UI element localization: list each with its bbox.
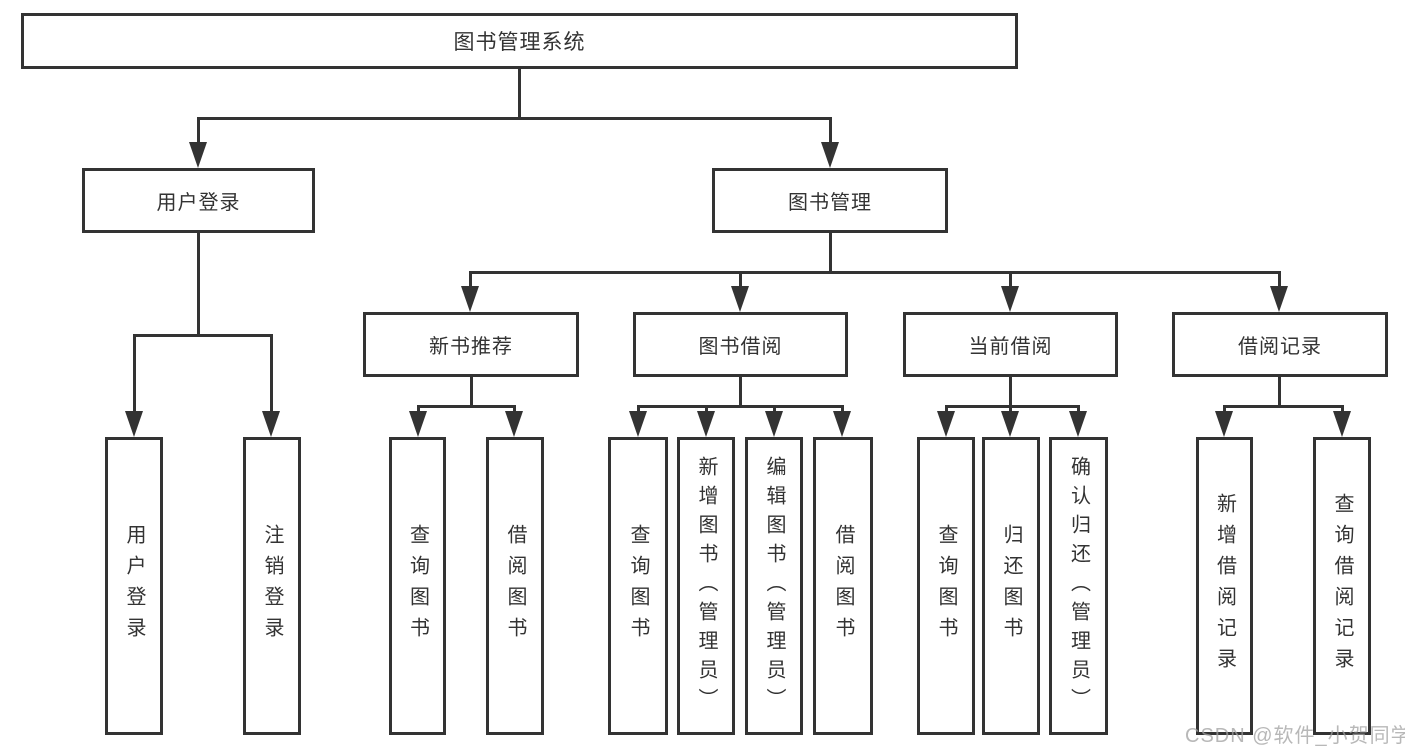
arrowhead-down (1069, 411, 1087, 437)
arrowhead-down (697, 411, 715, 437)
connector-line (829, 117, 832, 149)
leaf-user-login: 用户登录 (105, 437, 163, 735)
leaf-return-book-label: 归还图书 (1000, 524, 1022, 648)
leaf-add-borrow-record-label: 新增借阅记录 (1213, 493, 1236, 679)
leaf-add-book-admin-label: 新增图书（管理员） (695, 455, 717, 717)
connector-line (197, 233, 200, 337)
leaf-query-book-current-label: 查询图书 (935, 524, 957, 648)
arrowhead-down (1001, 286, 1019, 312)
leaf-borrow-book-label: 借阅图书 (832, 524, 854, 648)
arrowhead-down (1333, 411, 1351, 437)
connector-line (1278, 377, 1281, 408)
connector-line (637, 405, 844, 408)
leaf-confirm-return-admin: 确认归还（管理员） (1049, 437, 1108, 735)
arrowhead-down (409, 411, 427, 437)
connector-line (1278, 271, 1281, 291)
connector-line (1223, 405, 1343, 408)
leaf-query-borrow-record-label: 查询借阅记录 (1331, 493, 1353, 679)
leaf-query-borrow-record: 查询借阅记录 (1313, 437, 1371, 735)
arrowhead-down (1270, 286, 1288, 312)
arrowhead-down (461, 286, 479, 312)
node-library-system: 图书管理系统 (21, 13, 1018, 69)
leaf-edit-book-admin-label: 编辑图书（管理员） (763, 455, 785, 717)
arrowhead-down (629, 411, 647, 437)
connector-line (270, 334, 273, 414)
leaf-confirm-return-admin-label: 确认归还（管理员） (1067, 455, 1090, 717)
leaf-add-borrow-record: 新增借阅记录 (1196, 437, 1253, 735)
leaf-user-login-label: 用户登录 (123, 524, 145, 648)
connector-line (1009, 377, 1012, 408)
arrowhead-down (1215, 411, 1233, 437)
leaf-query-book-current: 查询图书 (917, 437, 975, 735)
connector-line (133, 334, 136, 414)
node-user-login: 用户登录 (82, 168, 315, 233)
leaf-borrow-book-recommend: 借阅图书 (486, 437, 544, 735)
connector-line (133, 334, 273, 337)
connector-line (945, 405, 1079, 408)
connector-line (197, 117, 200, 149)
leaf-query-book-recommend: 查询图书 (389, 437, 446, 735)
leaf-logout-label: 注销登录 (261, 524, 283, 648)
connector-line (829, 233, 832, 274)
leaf-logout: 注销登录 (243, 437, 301, 735)
node-book-management: 图书管理 (712, 168, 948, 233)
arrowhead-down (731, 286, 749, 312)
arrowhead-down (937, 411, 955, 437)
arrowhead-down (821, 142, 839, 168)
leaf-query-book-borrow-label: 查询图书 (627, 524, 649, 648)
leaf-add-book-admin: 新增图书（管理员） (677, 437, 735, 735)
connector-line (739, 271, 742, 291)
leaf-query-book-recommend-label: 查询图书 (406, 524, 429, 648)
connector-line (1009, 271, 1012, 291)
leaf-return-book: 归还图书 (982, 437, 1040, 735)
connector-line (469, 271, 1281, 274)
connector-line (197, 117, 831, 120)
arrowhead-down (833, 411, 851, 437)
leaf-edit-book-admin: 编辑图书（管理员） (745, 437, 803, 735)
arrowhead-down (1001, 411, 1019, 437)
leaf-borrow-book-recommend-label: 借阅图书 (504, 524, 526, 648)
connector-line (469, 271, 472, 291)
connector-line (518, 66, 521, 119)
arrowhead-down (765, 411, 783, 437)
arrowhead-down (125, 411, 143, 437)
connector-line (470, 377, 473, 408)
arrowhead-down (505, 411, 523, 437)
arrowhead-down (262, 411, 280, 437)
node-current-borrow: 当前借阅 (903, 312, 1118, 377)
leaf-borrow-book: 借阅图书 (813, 437, 873, 735)
leaf-query-book-borrow: 查询图书 (608, 437, 668, 735)
connector-line (739, 377, 742, 408)
arrowhead-down (189, 142, 207, 168)
csdn-watermark: CSDN @软件_小贺同学 (1185, 725, 1405, 747)
connector-line (417, 405, 516, 408)
node-borrow-records: 借阅记录 (1172, 312, 1388, 377)
node-new-book-recommend: 新书推荐 (363, 312, 579, 377)
node-book-borrow: 图书借阅 (633, 312, 848, 377)
